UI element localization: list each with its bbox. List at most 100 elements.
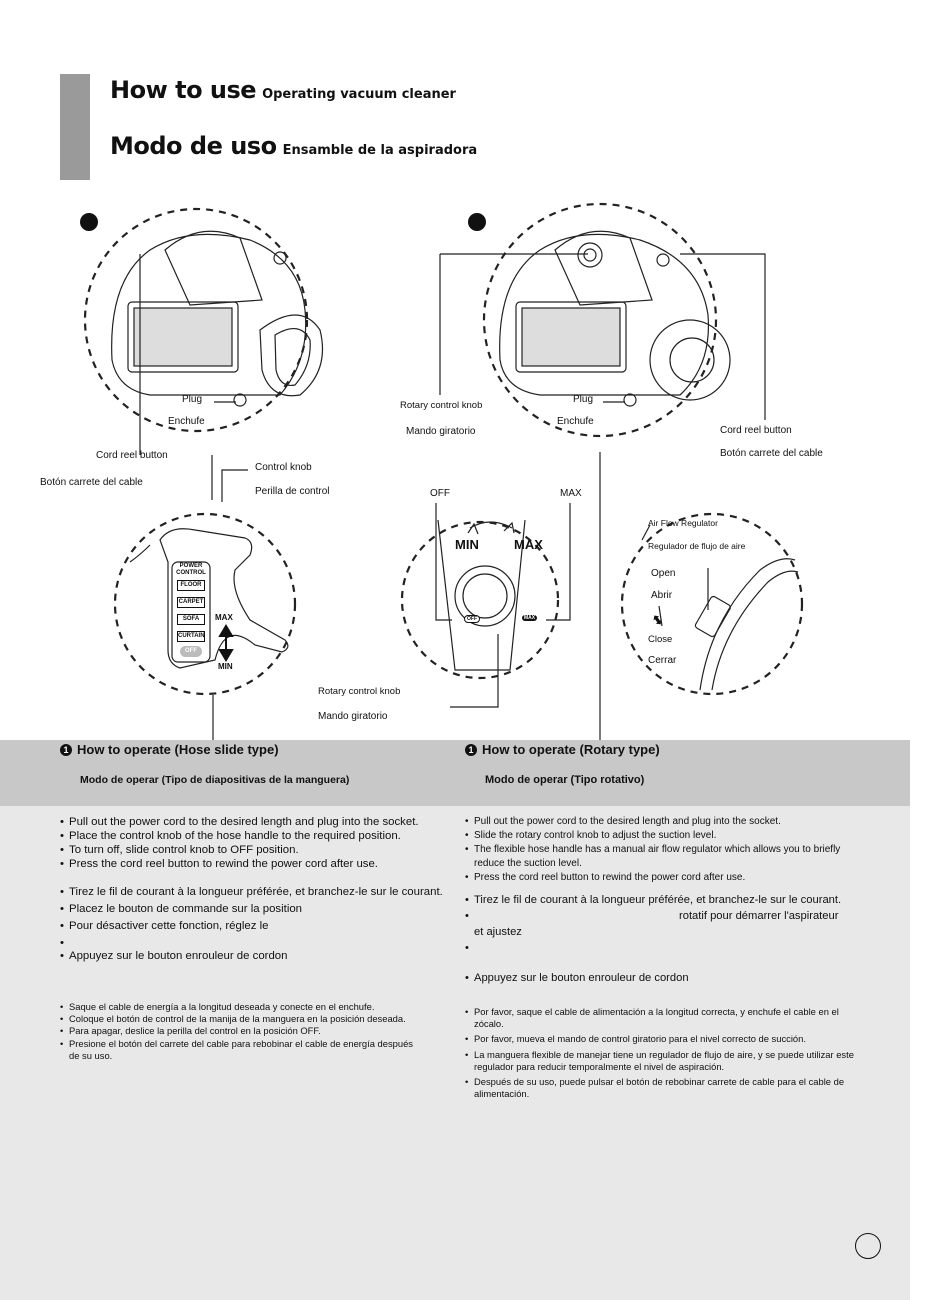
rotary-section-number: 1	[465, 744, 477, 756]
label-airflow-es: Regulador de flujo de aire	[648, 541, 746, 551]
label-cord-reel-left: Cord reel button	[96, 450, 168, 461]
label-abrir: Abrir	[651, 590, 673, 601]
section-header-band	[0, 740, 910, 806]
panel-sofa[interactable]: SOFA	[177, 614, 205, 625]
list-item: Tirez le fil de courant à la longueur pr…	[60, 884, 460, 901]
dial-off-tag: OFF	[464, 615, 480, 623]
detail-circle-bottom-left	[113, 512, 297, 696]
label-plug-right: Plug	[573, 394, 594, 405]
vacuum-body-left	[111, 230, 324, 407]
label-cerrar: Cerrar	[648, 655, 677, 666]
list-item: To turn off, slide control knob to OFF p…	[60, 843, 455, 857]
list-item: Slide the rotary control knob to adjust …	[465, 829, 855, 843]
label-max-dial: MAX	[560, 488, 582, 499]
hose-airflow	[694, 558, 799, 691]
list-item: Saque el cable de energía a la longitud …	[60, 1001, 455, 1013]
list-item: Press the cord reel button to rewind the…	[60, 857, 455, 871]
list-item: Coloque el botón de control de la manija…	[60, 1013, 455, 1025]
hose-steps-es: Saque el cable de energía a la longitud …	[60, 1001, 455, 1062]
panel-off[interactable]: OFF	[180, 646, 202, 657]
label-rotary-knob-bottom: Rotary control knob	[318, 686, 401, 697]
rotary-steps-fr: • Tirez le fil de courant à la longueur p…	[465, 892, 865, 986]
panel-title-2: CONTROL	[176, 570, 206, 576]
hose-section-title: How to operate (Hose slide type)	[77, 742, 279, 757]
label-control-knob: Control knob	[255, 462, 312, 473]
label-open: Open	[651, 568, 676, 579]
detail-circle-bottom-right	[620, 512, 804, 696]
list-item: Por favor, saque el cable de alimentació…	[465, 1006, 869, 1030]
hose-steps-fr: Tirez le fil de courant à la longueur pr…	[60, 884, 460, 965]
fr-step-2: rotatif pour démarrer l'aspirateur	[679, 910, 839, 922]
label-off-dial: OFF	[430, 488, 450, 499]
fr-step-2b: et ajustez	[474, 926, 522, 938]
hose-handle	[129, 528, 289, 669]
label-cord-reel-left-es: Botón carrete del cable	[40, 477, 143, 488]
list-item: Por favor, mueva el mando de control gir…	[465, 1033, 885, 1045]
rotary-section-subtitle: Modo de operar (Tipo rotativo)	[485, 774, 645, 786]
dial-max-text: MAX	[514, 537, 543, 552]
dial-max-tag: MAX	[522, 615, 538, 621]
step-marker-left	[80, 213, 98, 231]
label-rotary-knob-top: Rotary control knob	[400, 400, 483, 411]
detail-circle-bottom-center	[400, 520, 560, 680]
list-item	[60, 935, 460, 952]
list-item: •	[465, 942, 469, 954]
page-subtitle-en: Operating vacuum cleaner	[262, 87, 456, 102]
rotary-steps-en: Pull out the power cord to the desired l…	[465, 815, 855, 885]
rotary-section-title: How to operate (Rotary type)	[482, 742, 660, 757]
list-item: Place the control knob of the hose handl…	[60, 829, 455, 843]
label-control-knob-es: Perilla de control	[255, 486, 330, 497]
label-enchufe-left: Enchufe	[168, 416, 205, 427]
list-item: •Appuyez sur le bouton enrouleur de cord…	[465, 972, 689, 984]
fr-step-4: Appuyez sur le bouton enrouleur de cordo…	[474, 972, 689, 984]
rotary-dial	[437, 519, 526, 671]
rotary-section-heading: 1 How to operate (Rotary type)	[465, 741, 660, 759]
list-item: •Tirez le fil de courant à la longueur p…	[465, 894, 842, 906]
label-max-left: MAX	[215, 613, 233, 622]
page-subtitle-es: Ensamble de la aspiradora	[282, 143, 478, 158]
detail-circle-top-right	[482, 202, 718, 438]
label-close: Close	[648, 634, 673, 645]
power-control-panel: POWER CONTROL FLOOR CARPET SOFA CURTAIN …	[172, 563, 210, 657]
panel-carpet[interactable]: CARPET	[177, 597, 205, 608]
label-plug-left: Plug	[182, 394, 203, 405]
list-item: Pull out the power cord to the desired l…	[465, 815, 855, 829]
figures-illustration	[80, 202, 804, 740]
hose-section-subtitle: Modo de operar (Tipo de diapositivas de …	[80, 774, 350, 786]
hose-section-heading: 1 How to operate (Hose slide type)	[60, 741, 279, 759]
list-item: The flexible hose handle has a manual ai…	[465, 843, 855, 871]
list-item: Placez le bouton de commande sur la posi…	[60, 901, 460, 918]
list-item: Appuyez sur le bouton enrouleur de cordo…	[60, 948, 460, 965]
vacuum-body-right	[499, 230, 731, 407]
page-number-circle	[855, 1233, 881, 1259]
step-marker-right	[468, 213, 486, 231]
panel-floor[interactable]: FLOOR	[177, 580, 205, 591]
title-es-row: Modo de uso Ensamble de la aspiradora	[110, 132, 477, 160]
list-item: Presione el botón del carrete del cable …	[60, 1038, 419, 1062]
label-rotary-knob-bottom-es: Mando giratorio	[318, 711, 388, 722]
list-item: Para apagar, deslice la perilla del cont…	[60, 1025, 455, 1037]
label-enchufe-right: Enchufe	[557, 416, 594, 427]
label-cord-reel-right: Cord reel button	[720, 425, 792, 436]
dial-min-text: MIN	[455, 537, 479, 552]
list-item: La manguera flexible de manejar tiene un…	[465, 1049, 889, 1073]
label-rotary-knob-top-es: Mando giratorio	[406, 426, 476, 437]
label-airflow: Air Flow Regulator	[648, 518, 718, 528]
list-item: Press the cord reel button to rewind the…	[465, 871, 855, 885]
list-item: Pour désactiver cette fonction, réglez l…	[60, 918, 460, 935]
label-cord-reel-right-es: Botón carrete del cable	[720, 448, 823, 459]
hose-section-number: 1	[60, 744, 72, 756]
rotary-steps-es: Por favor, saque el cable de alimentació…	[465, 1006, 885, 1100]
fr-step-1: Tirez le fil de courant à la longueur pr…	[474, 894, 842, 906]
panel-title-1: POWER	[179, 563, 203, 569]
list-item: Después de su uso, puede pulsar el botón…	[465, 1076, 889, 1100]
list-item: •rotatif pour démarrer l'aspirateur	[465, 910, 839, 922]
page-title-es: Modo de uso	[110, 132, 277, 160]
hose-steps-en: Pull out the power cord to the desired l…	[60, 815, 455, 871]
panel-curtain[interactable]: CURTAIN	[177, 631, 205, 642]
label-min-left: MIN	[218, 662, 233, 671]
detail-circle-top-left	[83, 207, 309, 433]
list-item: Pull out the power cord to the desired l…	[60, 815, 455, 829]
section-tab	[60, 74, 90, 180]
